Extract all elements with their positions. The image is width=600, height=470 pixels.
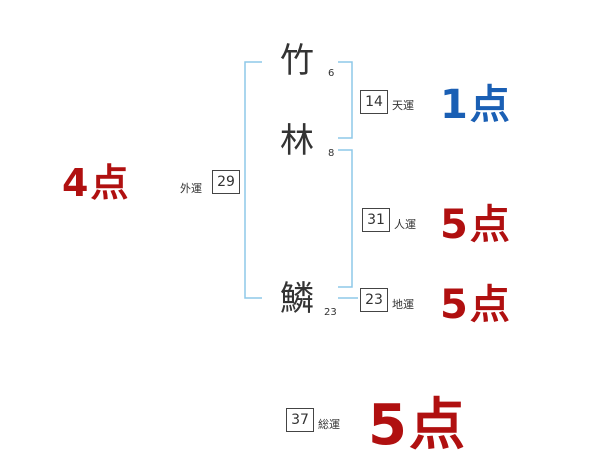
- jinkaku-number: 31: [362, 208, 390, 232]
- jinkaku-label: 人運: [394, 218, 416, 231]
- gaikaku-score: 4点: [62, 161, 131, 205]
- name-char-2: 林: [280, 121, 314, 161]
- name-char-3: 鱗: [280, 279, 314, 319]
- soukaku-number: 37: [286, 408, 314, 432]
- person-bracket: [338, 149, 353, 288]
- gaikaku-label: 外運: [180, 182, 202, 195]
- outer-bracket: [244, 61, 262, 299]
- gaikaku-number: 29: [212, 170, 240, 194]
- name-char-1: 竹: [280, 41, 314, 81]
- chikaku-score: 5点: [440, 282, 512, 328]
- heaven-bracket: [338, 61, 353, 139]
- tenkaku-number: 14: [360, 90, 388, 114]
- tenkaku-score: 1点: [440, 82, 512, 128]
- jinkaku-score: 5点: [440, 202, 512, 248]
- name-char-3-strokes: 23: [324, 307, 337, 318]
- name-char-1-strokes: 6: [328, 68, 335, 79]
- name-char-2-strokes: 8: [328, 148, 335, 159]
- soukaku-score: 5点: [368, 393, 467, 458]
- chikaku-number: 23: [360, 288, 388, 312]
- chikaku-label: 地運: [392, 298, 414, 311]
- tenkaku-label: 天運: [392, 99, 414, 112]
- soukaku-label: 総運: [318, 418, 340, 431]
